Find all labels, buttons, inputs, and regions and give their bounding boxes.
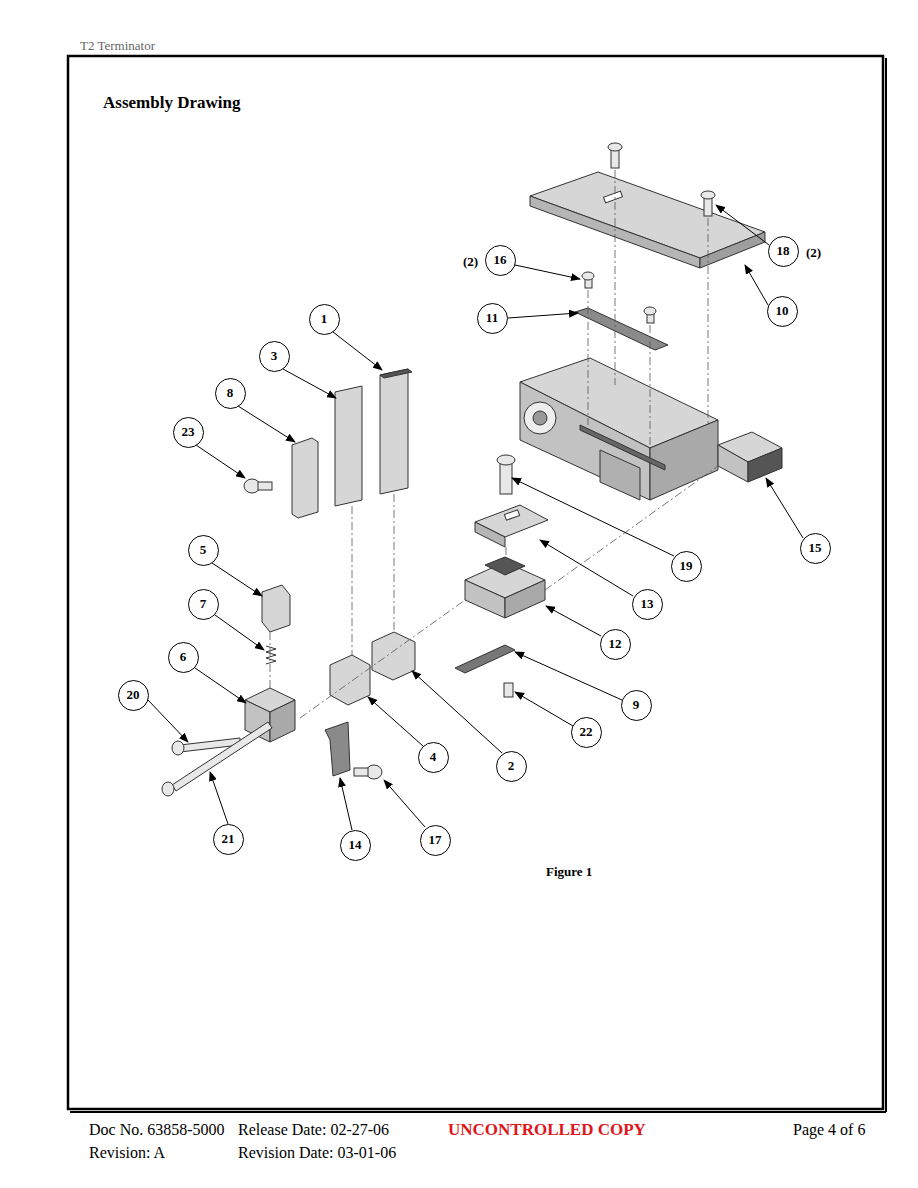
- callout-number: 7: [200, 596, 207, 612]
- callout-number: 9: [633, 697, 640, 713]
- callout-circle: 4: [418, 742, 449, 773]
- callout-number: 15: [809, 540, 822, 556]
- figure-caption: Figure 1: [546, 864, 592, 880]
- quantity-note: (2): [463, 254, 478, 270]
- callout-circle: 19: [671, 551, 702, 582]
- callout-number: 16: [494, 252, 507, 268]
- callout-circle: 23: [173, 417, 204, 448]
- callout-number: 2: [508, 758, 515, 774]
- doc-number: Doc No. 63858-5000: [89, 1121, 225, 1139]
- callout-number: 18: [777, 243, 790, 259]
- callout-number: 6: [180, 649, 187, 665]
- callout-number: 11: [486, 310, 498, 326]
- callout-number: 4: [430, 749, 437, 765]
- revision: Revision: A: [89, 1144, 165, 1162]
- callout-number: 20: [127, 687, 140, 703]
- callout-number: 17: [429, 832, 442, 848]
- callout-number: 8: [227, 385, 234, 401]
- callout-number: 1: [321, 311, 328, 327]
- callout-circle: 6: [168, 642, 199, 673]
- callout-number: 5: [200, 542, 207, 558]
- callout-circle: 15: [800, 533, 831, 564]
- callout-circle: 10: [767, 296, 798, 327]
- callout-circle: 12: [600, 629, 631, 660]
- callout-circle: 5: [188, 535, 219, 566]
- callout-number: 22: [580, 724, 593, 740]
- callout-number: 12: [609, 636, 622, 652]
- callout-number: 10: [776, 303, 789, 319]
- callout-circle: 7: [188, 589, 219, 620]
- callout-circle: 14: [340, 830, 371, 861]
- callout-number: 19: [680, 558, 693, 574]
- callout-circle: 22: [571, 717, 602, 748]
- callout-circle: 8: [215, 378, 246, 409]
- revision-date: Revision Date: 03-01-06: [238, 1144, 396, 1162]
- callout-circle: 2: [496, 751, 527, 782]
- callout-number: 14: [349, 837, 362, 853]
- copy-status: UNCONTROLLED COPY: [448, 1120, 646, 1140]
- callout-circle: 21: [213, 824, 244, 855]
- callout-number: 23: [182, 424, 195, 440]
- page-number: Page 4 of 6: [793, 1121, 865, 1139]
- release-date: Release Date: 02-27-06: [238, 1121, 389, 1139]
- callout-circle: 1: [309, 304, 340, 335]
- callout-circle: 13: [632, 589, 663, 620]
- callout-circle: 9: [621, 690, 652, 721]
- callout-number: 21: [222, 831, 235, 847]
- callout-circle: 18: [768, 236, 799, 267]
- drawing-title: Assembly Drawing: [103, 93, 240, 113]
- callout-circle: 3: [259, 341, 290, 372]
- callout-circle: 11: [477, 303, 508, 334]
- callout-number: 3: [271, 348, 278, 364]
- callout-number: 13: [641, 596, 654, 612]
- callout-circle: 16: [485, 245, 516, 276]
- callout-circle: 17: [420, 825, 451, 856]
- callout-circle: 20: [118, 680, 149, 711]
- quantity-note: (2): [806, 245, 821, 261]
- page-header: T2 Terminator: [80, 38, 155, 54]
